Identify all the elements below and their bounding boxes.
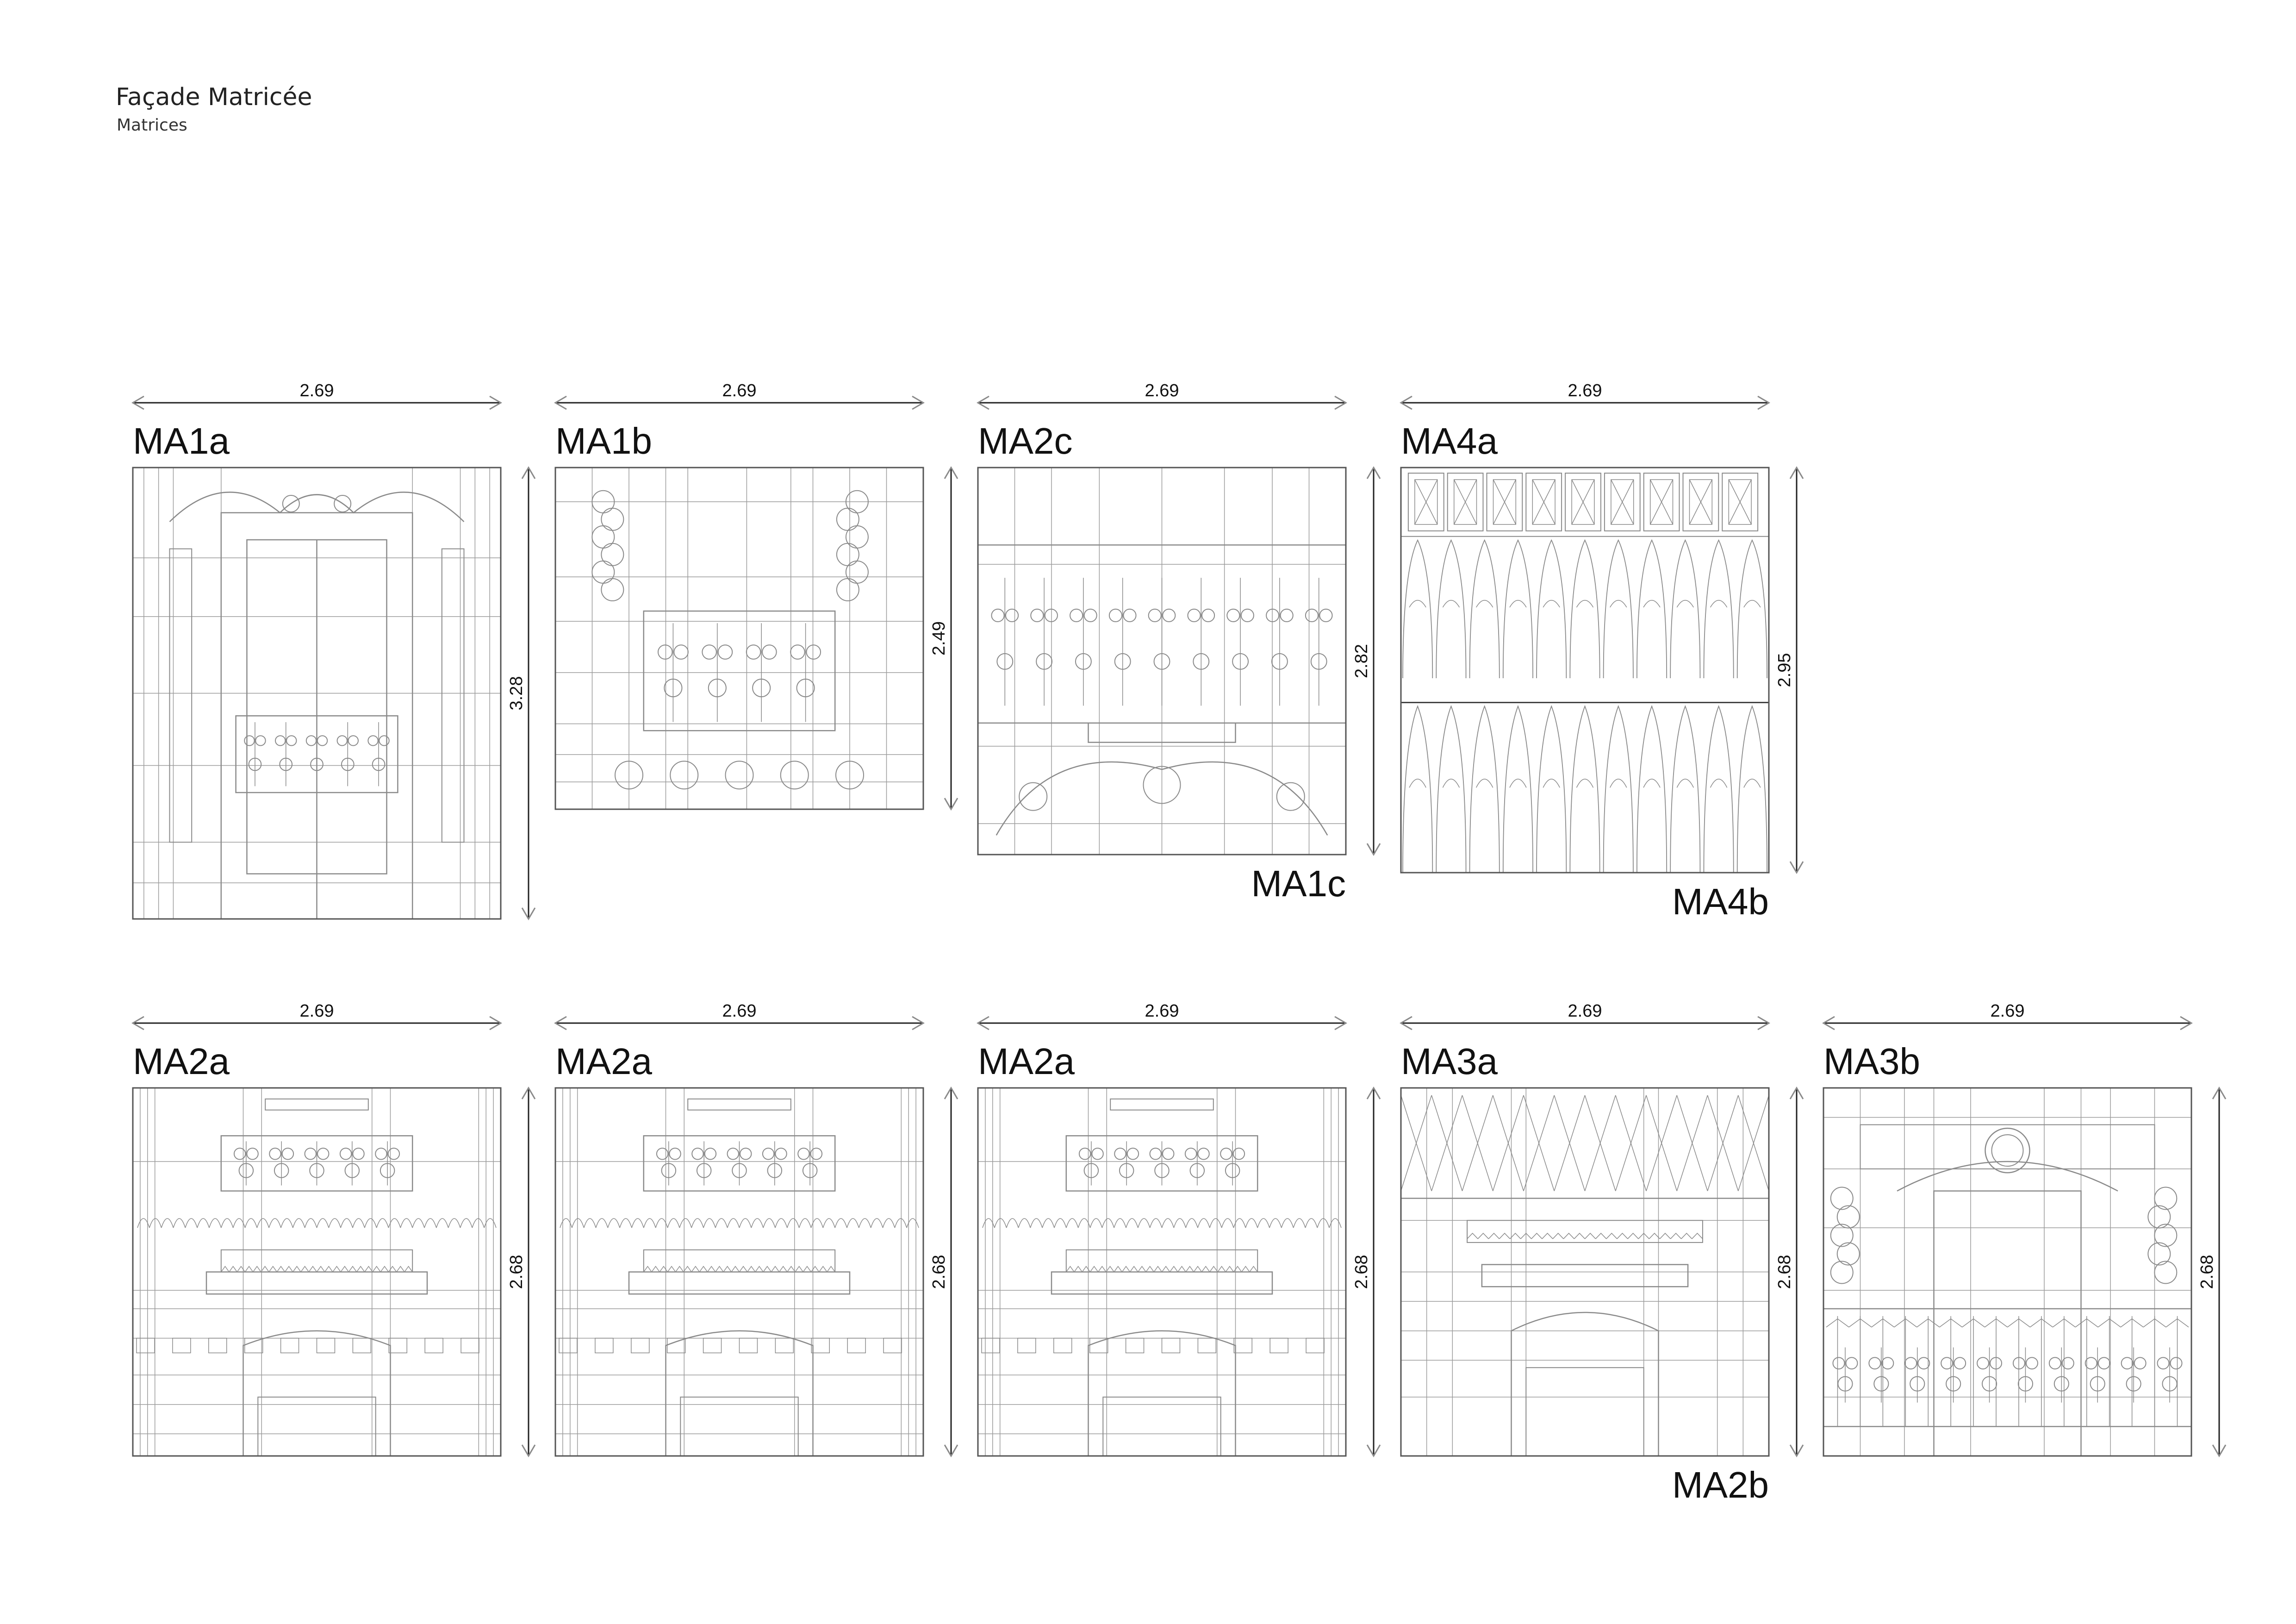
page-title: Façade Matricée xyxy=(116,83,312,111)
width-value: 2.69 xyxy=(722,381,757,400)
panel-frame xyxy=(132,467,502,920)
panel-frame xyxy=(1400,467,1770,874)
panel-drawing xyxy=(1401,1088,1769,1456)
height-dimension xyxy=(1366,1087,1381,1457)
width-value: 2.69 xyxy=(300,1001,334,1021)
panel-label: MA1a xyxy=(133,420,230,462)
panel-label: MA2c xyxy=(978,420,1073,462)
width-value: 2.69 xyxy=(1991,1001,2025,1021)
width-value: 2.69 xyxy=(300,381,334,400)
height-dimension xyxy=(1366,466,1381,856)
panel-sub-label: MA1c xyxy=(1251,863,1346,904)
height-value: 2.49 xyxy=(929,621,949,656)
panel-label: MA2a xyxy=(555,1041,652,1082)
height-value: 2.68 xyxy=(1775,1255,1794,1289)
width-value: 2.69 xyxy=(1145,1001,1179,1021)
height-value: 2.68 xyxy=(2197,1255,2217,1289)
panel-frame xyxy=(554,467,924,810)
width-value: 2.69 xyxy=(1568,381,1602,400)
width-dimension xyxy=(554,1016,925,1031)
width-value: 2.69 xyxy=(1568,1001,1602,1021)
panel-frame xyxy=(1400,1087,1770,1457)
panel-frame xyxy=(977,1087,1347,1457)
panel-label: MA2a xyxy=(978,1041,1075,1082)
panel-label: MA2a xyxy=(133,1041,230,1082)
panel-label: MA4a xyxy=(1401,420,1498,462)
panel-drawing xyxy=(133,468,501,919)
width-dimension xyxy=(1400,1016,1770,1031)
width-dimension xyxy=(1822,1016,2193,1031)
panel-label: MA1b xyxy=(555,420,652,462)
panel-drawing xyxy=(555,1088,923,1456)
width-value: 2.69 xyxy=(722,1001,757,1021)
height-dimension xyxy=(521,466,536,920)
panel-frame xyxy=(132,1087,502,1457)
height-dimension xyxy=(1789,466,1804,874)
panel-sub-label: MA4b xyxy=(1672,881,1769,922)
height-dimension xyxy=(2212,1087,2227,1457)
panel-drawing xyxy=(133,1088,501,1456)
panel-drawing xyxy=(978,1088,1346,1456)
height-dimension xyxy=(521,1087,536,1457)
width-value: 2.69 xyxy=(1145,381,1179,400)
width-dimension xyxy=(131,395,502,410)
panel-drawing xyxy=(1823,1088,2191,1456)
panel-frame xyxy=(977,467,1347,856)
page-subtitle: Matrices xyxy=(117,116,187,135)
height-value: 2.82 xyxy=(1352,644,1371,678)
height-dimension xyxy=(944,466,958,811)
width-dimension xyxy=(554,395,925,410)
height-dimension xyxy=(944,1087,958,1457)
width-dimension xyxy=(131,1016,502,1031)
panel-label: MA3b xyxy=(1823,1041,1920,1082)
height-value: 2.68 xyxy=(1352,1255,1371,1289)
height-dimension xyxy=(1789,1087,1804,1457)
panel-sub-label: MA2b xyxy=(1672,1464,1769,1505)
panel-frame xyxy=(554,1087,924,1457)
panel-drawing xyxy=(978,468,1346,855)
width-dimension xyxy=(977,1016,1347,1031)
height-value: 2.95 xyxy=(1775,653,1794,687)
panel-drawing xyxy=(555,468,923,809)
panel-drawing xyxy=(1401,473,1769,873)
height-value: 2.68 xyxy=(507,1255,526,1289)
height-value: 2.68 xyxy=(929,1255,949,1289)
width-dimension xyxy=(1400,395,1770,410)
panel-label: MA3a xyxy=(1401,1041,1498,1082)
height-value: 3.28 xyxy=(507,676,526,711)
width-dimension xyxy=(977,395,1347,410)
panel-frame xyxy=(1823,1087,2192,1457)
